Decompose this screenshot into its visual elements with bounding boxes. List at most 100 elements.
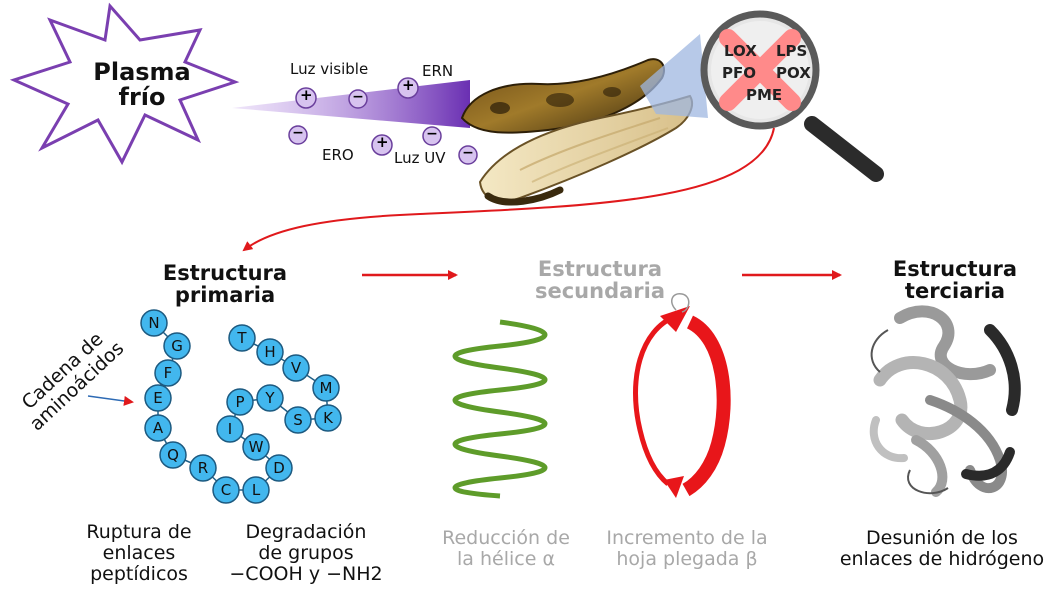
amino-acid-letter: G [171,337,183,355]
amino-acid-letter: C [221,481,231,499]
caption-line: Ruptura de [86,521,192,543]
negative-ion-sign: − [352,89,364,105]
enzyme-lps: LPS [776,42,808,60]
negative-ion-sign: − [292,125,304,141]
negative-ion-icon [422,126,442,146]
amino-acid-residue [256,338,284,366]
secondary-title-line2: secundaria [534,279,666,304]
amino-acid-residue [189,454,217,482]
amino-acid-letter: I [228,420,232,438]
amino-acid-letter: D [273,459,285,477]
amino-acid-residue [144,414,172,442]
amino-acid-letter: T [236,329,247,347]
curved-arrow [242,127,775,252]
amino-acid-residue [228,324,256,352]
positive-ion-icon [295,87,317,109]
amino-acid-residue [265,454,293,482]
caption-line: −COOH y −NH2 [229,562,383,585]
tertiary-title-line2: terciaria [904,279,1006,304]
amino-acid-letter: P [235,393,244,411]
amino-acid-letter: L [252,481,261,499]
tertiary-structure-title: Estructura terciaria [875,258,1035,302]
caption-line: Reducción de [442,527,570,549]
amino-acid-letter: S [293,411,303,429]
amino-acid-letter: N [148,314,159,332]
caption-sheet-increase: Incremento de la hoja plegada β [596,528,778,570]
amino-acid-letter: E [153,389,162,407]
caption-line: Degradación [245,521,367,543]
visible-light-label: Luz visible [290,60,369,78]
amino-acid-residue [212,476,240,504]
amino-acid-residue [226,388,254,416]
uv-light-label: Luz UV [394,149,446,167]
plasma-label-line1: Plasma [93,58,191,86]
amino-acid-letter: M [320,379,333,397]
positive-ion-icon [371,134,393,156]
magnifier-view-cone [640,34,708,118]
primary-structure-title: Estructura primaria [150,262,300,306]
negative-ion-icon [458,145,478,165]
plasma-label: Plasma frío [92,58,192,112]
enzyme-pme: PME [746,86,783,104]
amino-acid-letter: V [291,359,302,377]
amino-acid-residue [159,441,187,469]
secondary-title-line1: Estructura [537,257,663,281]
alpha-helix [452,319,548,499]
plasma-label-line2: frío [118,83,166,112]
amino-acid-residue [284,406,312,434]
amino-acid-residue [256,384,284,412]
amino-acid-letter: K [323,409,334,427]
amino-acid-residue [163,332,191,360]
amino-acid-residue [312,374,340,402]
amino-acid-residue [140,309,168,337]
amino-acid-letter: R [198,459,208,477]
magnifying-glass-icon [700,10,884,182]
positive-ion-sign: + [402,76,415,94]
caption-line: enlaces [102,541,176,564]
ero-label: ERO [322,146,354,164]
amino-acid-residue [144,384,172,412]
positive-ion-sign: + [376,133,389,151]
caption-peptide-bond-rupture: Ruptura de enlaces peptídicos [74,522,204,585]
caption-line: peptídicos [90,562,188,585]
caption-line: de grupos [258,541,354,564]
caption-group-degradation: Degradación de grupos −COOH y −NH2 [226,522,386,585]
negative-ion-sign: − [426,126,438,142]
amino-acid-letter: H [264,343,275,361]
ern-label: ERN [422,62,454,80]
enzyme-lox: LOX [724,42,757,60]
plasma-particles [288,77,478,165]
caption-line: enlaces de hidrógeno [839,547,1045,570]
amino-acid-residue [242,476,270,504]
caption-line: Incremento de la [606,527,768,549]
caption-line: hoja plegada β [616,547,758,570]
tertiary-title-line1: Estructura [892,257,1018,281]
tertiary-protein-ribbon [869,305,1021,497]
banana-illustration [460,58,694,206]
caption-line: Desunión de los [866,527,1018,549]
enzyme-pfo: PFO [722,64,756,82]
caption-helix-reduction: Reducción de la hélice α [432,528,580,570]
negative-ion-icon [348,89,368,109]
plasma-burst [9,2,240,166]
positive-ion-icon [397,77,419,99]
negative-ion-icon [288,125,308,145]
amino-acid-residue [154,359,182,387]
amino-acid-letter: W [249,438,264,456]
beta-sheet-arrows [633,293,731,498]
amino-acid-letter: A [153,419,164,437]
amino-acid-letter: F [164,364,173,382]
amino-acid-residue [216,415,244,443]
caption-hydrogen-bond-disunion: Desunión de los enlaces de hidrógeno [830,528,1054,570]
amino-acid-letter: Q [167,446,179,464]
enzyme-pox: POX [776,64,811,82]
amino-acid-residue [282,354,310,382]
positive-ion-sign: + [300,86,313,104]
amino-acid-residue [242,433,270,461]
amino-acid-residue [314,404,342,432]
chain-pointer-arrow [87,395,134,406]
secondary-structure-title: Estructura secundaria [520,258,680,302]
